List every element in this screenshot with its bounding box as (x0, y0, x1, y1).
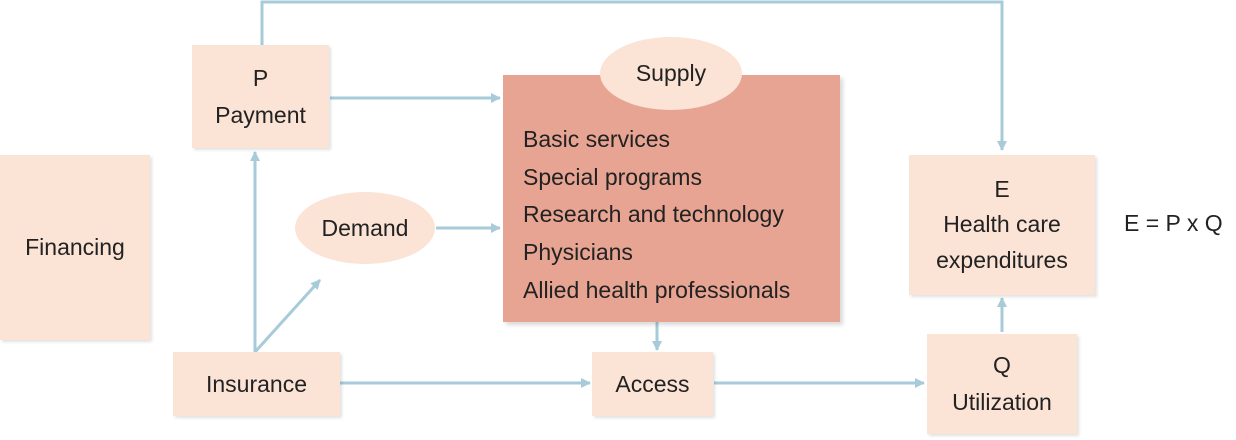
expenditures-box: E Health care expenditures (909, 155, 1095, 295)
insurance-label: Insurance (205, 370, 307, 397)
insurance-box: Insurance (173, 352, 340, 416)
supply-item: Research and technology (523, 201, 784, 228)
supply-item: Allied health professionals (523, 276, 791, 303)
supply-item: Physicians (523, 239, 633, 266)
payment-letter: P (252, 64, 269, 91)
access-label: Access (615, 370, 690, 397)
formula-text: E = P x Q (1124, 210, 1223, 236)
supply-title: Supply (635, 60, 707, 86)
financing-label: Financing (25, 234, 125, 261)
utilization-box: Q Utilization (927, 334, 1077, 434)
arrow-payment-to-expenditures (260, 0, 1007, 151)
expenditures-letter: E (994, 175, 1010, 202)
demand-oval: Demand (295, 192, 435, 264)
payment-label: Payment (215, 101, 306, 128)
supply-item: Basic services (523, 126, 670, 152)
supply-item: Special programs (523, 163, 702, 190)
supply-oval: Supply (600, 37, 742, 110)
supply-box: Basic services Special programs Research… (503, 75, 840, 322)
expenditures-line1: Health care (943, 211, 1061, 238)
access-box: Access (592, 352, 713, 416)
expenditures-line2: expenditures (936, 246, 1068, 273)
payment-box: P Payment (192, 45, 329, 148)
arrow-insurance-to-demand (253, 278, 322, 354)
demand-label: Demand (321, 214, 409, 241)
utilization-letter: Q (993, 352, 1011, 379)
financing-box: Financing (0, 155, 150, 340)
utilization-label: Utilization (952, 389, 1052, 415)
